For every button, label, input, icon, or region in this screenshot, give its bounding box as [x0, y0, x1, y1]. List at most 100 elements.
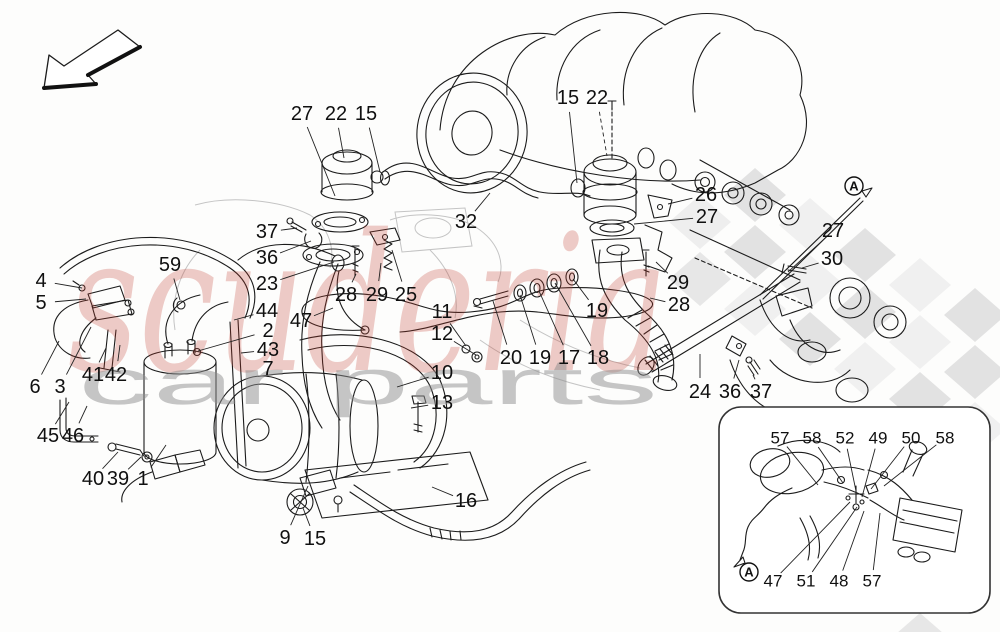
callout-label: 25 — [395, 284, 417, 306]
callout-label: 51 — [797, 572, 816, 591]
leader-line — [54, 401, 70, 425]
callout-label: 28 — [335, 284, 357, 306]
callout-label: 16 — [455, 490, 477, 512]
callout-label: 48 — [830, 572, 849, 591]
view-markers: AA — [739, 176, 864, 582]
leader-line — [538, 290, 564, 346]
callout-label: 12 — [431, 323, 453, 345]
callout-label: 1 — [137, 468, 148, 490]
leader-line — [78, 405, 88, 424]
leader-line — [649, 297, 666, 303]
callout-label: 13 — [431, 392, 453, 414]
leader-line — [150, 444, 167, 468]
callout-label: 19 — [529, 347, 551, 369]
leader-line — [817, 446, 844, 484]
leader-line — [197, 334, 255, 352]
leader-line — [279, 240, 312, 254]
leader-line — [378, 262, 382, 282]
callout-label: 17 — [558, 347, 580, 369]
leader-line — [233, 314, 254, 321]
callout-label: 29 — [667, 272, 689, 294]
leader-line — [842, 510, 865, 571]
callout-label: 11 — [432, 301, 453, 323]
leader-line — [786, 446, 819, 486]
leader-line — [117, 344, 121, 362]
leader-line — [861, 448, 876, 498]
callout-label: 49 — [869, 429, 888, 448]
leader-line — [280, 227, 298, 231]
leader-line — [474, 192, 491, 212]
callout-label: 19 — [586, 300, 608, 322]
leader-line — [127, 456, 142, 470]
leader-line — [351, 273, 357, 283]
callout-label: 10 — [431, 362, 453, 384]
leader-line — [801, 262, 819, 269]
callout-label: 52 — [836, 429, 855, 448]
leader-line — [667, 197, 693, 205]
callout-label: 37 — [750, 381, 772, 403]
callout-label: 7 — [262, 358, 273, 380]
leader-line — [598, 111, 608, 157]
callout-label: 57 — [863, 572, 882, 591]
callout-label: 47 — [290, 310, 312, 332]
watermark-tagline: car parts — [78, 346, 658, 418]
engine-line-art — [53, 11, 907, 541]
callout-label: 9 — [279, 527, 290, 549]
leader-line — [733, 359, 740, 379]
leader-line — [368, 127, 381, 173]
leader-line — [492, 300, 508, 345]
leader-line — [313, 307, 334, 317]
leader-line — [883, 444, 937, 487]
leader-line — [102, 451, 119, 470]
callout-label: 6 — [29, 376, 40, 398]
leader-line — [787, 240, 823, 273]
leader-line — [396, 376, 429, 388]
leader-line — [54, 298, 87, 303]
callout-label: 32 — [455, 211, 477, 233]
callout-label: 15 — [304, 528, 326, 550]
callout-label: 36 — [256, 247, 278, 269]
view-marker-circle — [844, 176, 864, 196]
leader-lines-inset — [780, 444, 937, 574]
inset-exhaust-art — [733, 439, 963, 568]
callout-label: 24 — [689, 381, 711, 403]
callout-label: 15 — [355, 103, 377, 125]
leader-line — [449, 323, 467, 347]
leader-line — [391, 249, 403, 282]
leader-line — [569, 111, 578, 184]
callout-label: 5 — [35, 292, 46, 314]
callout-label: 18 — [587, 347, 609, 369]
watermark-word: scuderia — [68, 194, 668, 415]
leader-line — [519, 294, 537, 345]
callout-label: 59 — [159, 254, 181, 276]
callout-label: 29 — [366, 284, 388, 306]
leader-line — [780, 501, 851, 574]
view-marker-label: A — [744, 565, 754, 580]
callout-label: 22 — [586, 87, 608, 109]
leader-line — [240, 351, 255, 354]
leader-line — [280, 261, 335, 281]
watermark: scuderia car parts — [68, 194, 668, 418]
callout-label: 27 — [822, 220, 844, 242]
callout-label: 50 — [902, 429, 921, 448]
leader-line — [41, 340, 60, 375]
callout-label: 27 — [291, 103, 313, 125]
callout-label: 22 — [325, 103, 347, 125]
callout-label: 43 — [257, 339, 279, 361]
callout-label: 58 — [803, 429, 822, 448]
callout-label: 42 — [105, 364, 127, 386]
leader-line — [870, 446, 905, 490]
leader-line — [554, 282, 592, 347]
leader-lines-main — [41, 111, 823, 527]
callout-label: 58 — [936, 429, 955, 448]
leader-line — [453, 340, 477, 356]
view-marker-label: A — [849, 179, 859, 194]
leader-line — [811, 506, 858, 573]
leader-line — [633, 217, 694, 225]
leader-line — [431, 486, 454, 497]
callout-label: 37 — [256, 221, 278, 243]
